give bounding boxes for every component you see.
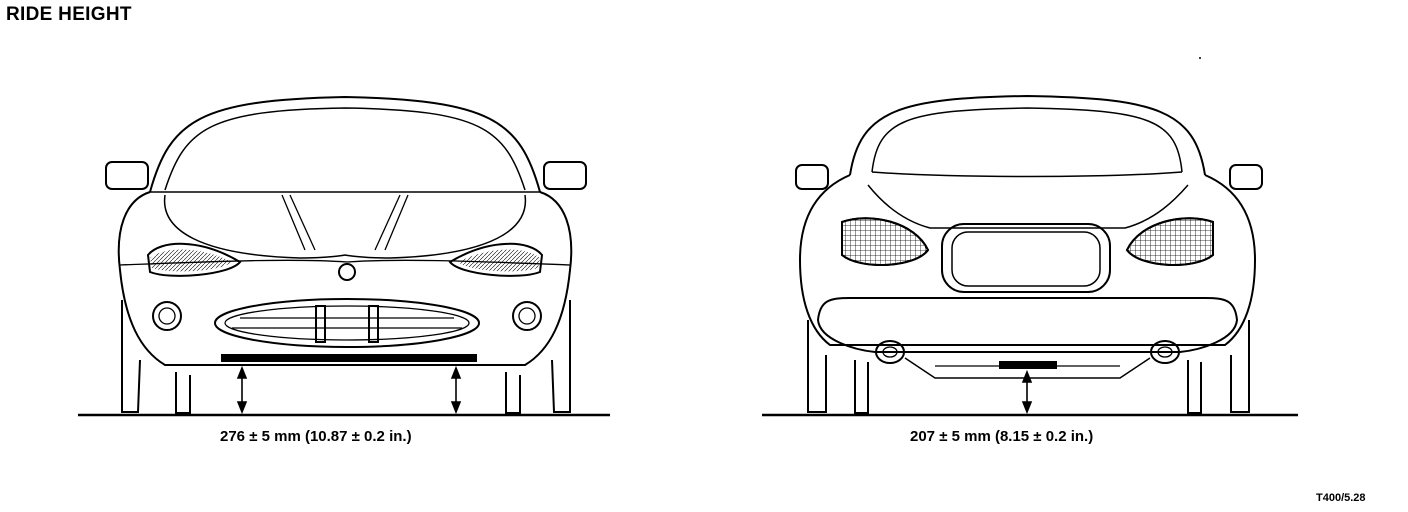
- speck-mark: [1199, 57, 1201, 59]
- rear-ride-height-arrow: [1021, 369, 1033, 415]
- figure-reference: T400/5.28: [1316, 492, 1366, 504]
- front-ride-height-arrows: [236, 365, 462, 415]
- front-view-car: [78, 95, 610, 417]
- rear-view-car: [762, 94, 1298, 417]
- front-ride-height-value: 276 ± 5 mm (10.87 ± 0.2 in.): [220, 428, 412, 445]
- rear-ride-height-value: 207 ± 5 mm (8.15 ± 0.2 in.): [910, 428, 1094, 445]
- page-title: RIDE HEIGHT: [6, 4, 132, 25]
